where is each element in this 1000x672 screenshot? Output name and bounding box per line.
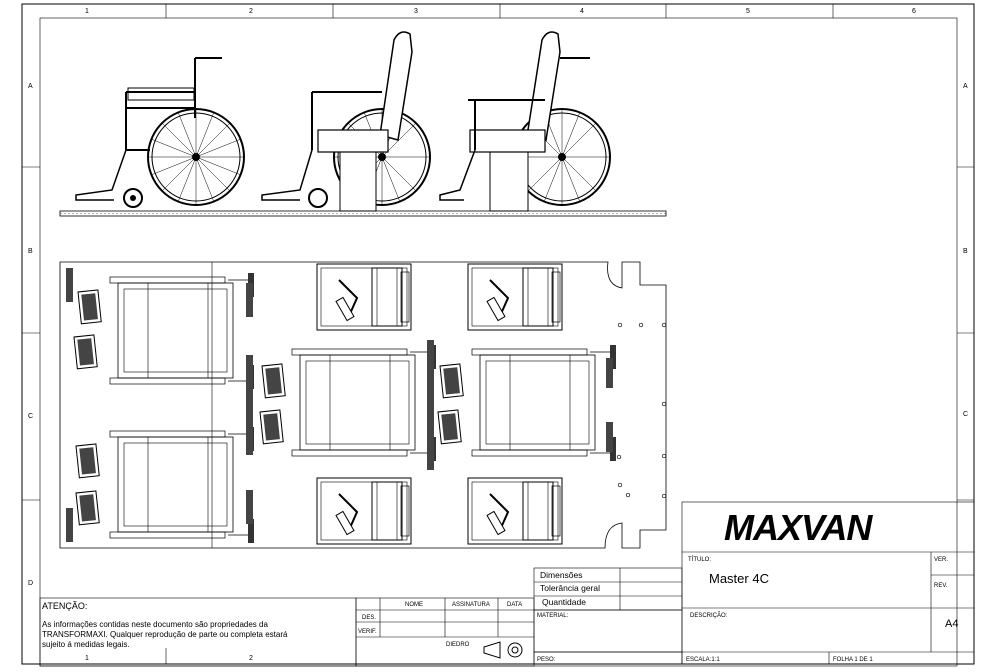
top-wheelchair-3 — [291, 344, 437, 462]
title-block — [681, 501, 975, 665]
van-floor-outline — [59, 261, 667, 549]
side-view-seat-left — [261, 31, 431, 212]
col-label-6: 6 — [912, 8, 916, 15]
spec-quantidade: Quantidade — [542, 597, 586, 607]
sign-header-assinatura: ASSINATURA — [452, 602, 490, 608]
folha-label: FOLHA 1 DE 1 — [833, 657, 873, 663]
footplates — [73, 289, 464, 526]
spec-dimensoes: Dimensões — [540, 570, 583, 580]
titulo-label: TÍTULO: — [688, 556, 711, 563]
col-label-5: 5 — [746, 8, 750, 15]
sign-row-verif: VERIF. — [358, 629, 377, 635]
top-seat-4 — [467, 477, 563, 545]
peso-label: PESO: — [537, 657, 556, 663]
outer-border — [21, 3, 975, 665]
notice-line-1: As informações contidas neste documento … — [42, 620, 268, 629]
col-label-2: 2 — [249, 8, 253, 15]
top-wheelchair-4 — [471, 344, 617, 462]
notice-line-3: sujeito á medidas legais. — [42, 640, 130, 649]
sign-header-data: DATA — [507, 602, 522, 608]
fixing-points — [616, 322, 667, 499]
maxvan-logo: MAXVAN — [724, 507, 874, 548]
row-labels: A B C D A B C — [28, 83, 968, 587]
column-ruler — [22, 4, 974, 664]
side-views — [59, 31, 667, 217]
row-label-b-right: B — [963, 248, 968, 255]
row-label-d: D — [28, 580, 33, 587]
row-label-c: C — [28, 413, 33, 420]
row-label-a: A — [28, 83, 33, 90]
top-seat-1 — [316, 263, 412, 331]
top-wheelchair-1 — [109, 272, 255, 390]
notice-heading: ATENÇÃO: — [42, 601, 87, 611]
floor-rails — [66, 268, 613, 542]
material-label: MATERIAL: — [537, 613, 569, 619]
top-wheelchair-2 — [109, 426, 255, 544]
projection-symbol-icon — [483, 641, 523, 659]
logo-text: MAXVAN — [724, 507, 873, 548]
titulo-value: Master 4C — [709, 571, 769, 586]
escala-label: ESCALA:1:1 — [686, 657, 720, 663]
column-labels: 1 2 3 4 5 6 1 2 — [85, 8, 916, 662]
floor-line — [59, 210, 667, 217]
side-view-seat-right — [439, 31, 611, 212]
col-label-2-bottom: 2 — [249, 655, 253, 662]
ver-label: VER. — [934, 557, 948, 563]
col-label-1-bottom: 1 — [85, 655, 89, 662]
sheet-size: A4 — [945, 618, 958, 630]
row-label-a-right: A — [963, 83, 968, 90]
signature-block — [355, 597, 535, 667]
descricao-label: DESCRIÇÃO: — [690, 612, 728, 619]
top-seat-2 — [467, 263, 563, 331]
row-label-c-right: C — [963, 411, 968, 418]
top-view-layout — [59, 261, 667, 549]
diedro-label: DIEDRO — [446, 642, 470, 648]
rev-label: REV. — [934, 583, 948, 589]
row-label-b: B — [28, 248, 33, 255]
sign-row-des: DES. — [362, 615, 376, 621]
spec-tolerancia: Tolerância geral — [540, 583, 600, 593]
top-seat-3 — [316, 477, 412, 545]
side-view-wheelchair — [75, 57, 245, 208]
inner-frame — [39, 17, 958, 667]
sign-header-nome: NOME — [405, 602, 423, 608]
col-label-4: 4 — [580, 8, 584, 15]
notice-line-2: TRANSFORMAXI. Qualquer reprodução de par… — [42, 630, 288, 639]
col-label-3: 3 — [414, 8, 418, 15]
col-label-1: 1 — [85, 8, 89, 15]
